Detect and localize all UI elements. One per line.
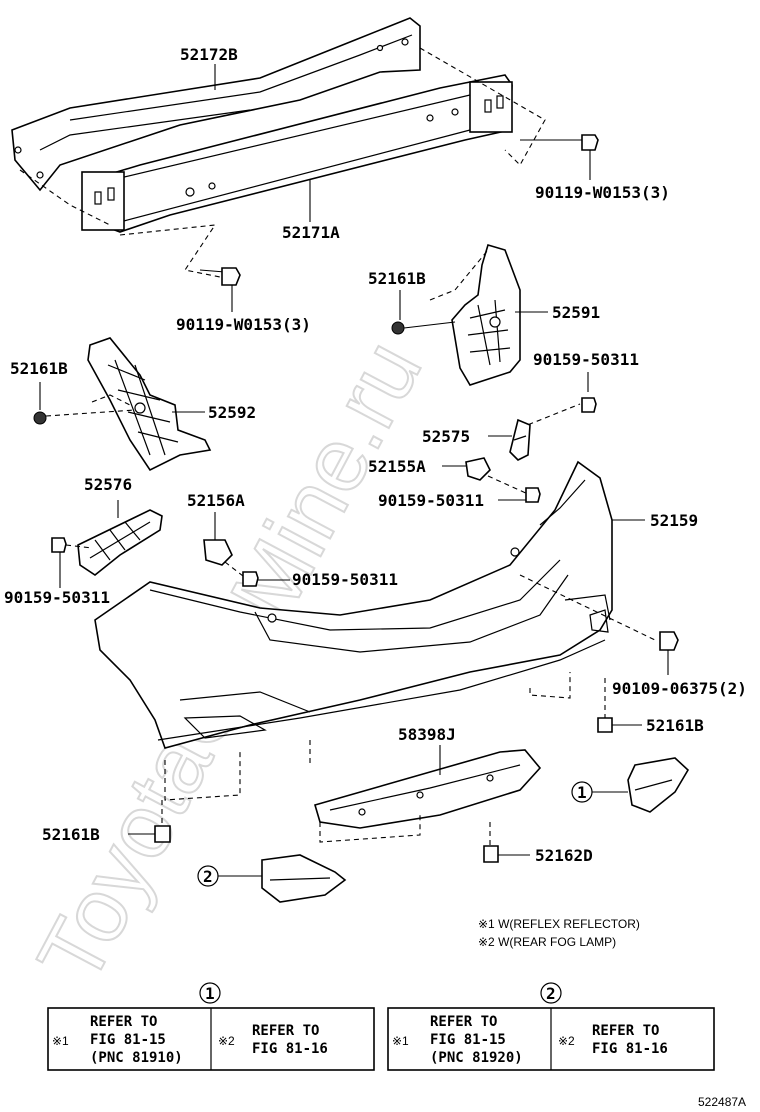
reinforcement-upper-52172B xyxy=(11,17,421,192)
refer-box-2-left-line2: FIG 81-15 xyxy=(430,1032,506,1048)
label-52161B-bottom: 52161B xyxy=(42,825,100,844)
reinforcement-lower-52171A xyxy=(81,74,513,233)
cover-58398J xyxy=(314,745,542,843)
note-reflex-reflector: ※1 W(REFLEX REFLECTOR) xyxy=(478,917,640,931)
clip-52161B-bottom xyxy=(128,800,171,843)
bumper-cover-52159 xyxy=(94,460,645,749)
label-52576: 52576 xyxy=(84,475,132,494)
label-52575: 52575 xyxy=(422,427,470,446)
retainer-52576 xyxy=(51,500,163,588)
label-90119-right: 90119-W0153(3) xyxy=(535,183,670,202)
label-58398J: 58398J xyxy=(398,725,456,744)
label-90159-c: 90159-50311 xyxy=(292,570,398,589)
label-52172B: 52172B xyxy=(180,45,238,64)
refer-box-2-right-mark: ※2 xyxy=(558,1034,575,1048)
label-52155A: 52155A xyxy=(368,457,426,476)
figure-id: 522487A xyxy=(698,1095,746,1109)
label-52156A: 52156A xyxy=(187,491,245,510)
callout-1: 1 xyxy=(577,783,587,802)
callout-2: 2 xyxy=(203,867,213,886)
label-90159-b: 90159-50311 xyxy=(378,491,484,510)
refer-box-1-left-line2: FIG 81-15 xyxy=(90,1032,166,1048)
label-90119-left: 90119-W0153(3) xyxy=(176,315,311,334)
refer-box-2: 2 ※1 REFER TO FIG 81-15 (PNC 81920) ※2 R… xyxy=(387,982,715,1071)
label-52161B-upper: 52161B xyxy=(368,269,426,288)
refer-box-1-right-mark: ※2 xyxy=(218,1034,235,1048)
bracket-52591 xyxy=(429,244,521,386)
label-52592: 52592 xyxy=(208,403,256,422)
label-90109: 90109-06375(2) xyxy=(612,679,747,698)
refer-box-2-left-mark: ※1 xyxy=(392,1034,409,1048)
bolt-90119-left xyxy=(199,267,241,312)
clip-52156A xyxy=(203,512,290,587)
refer-box-1-number: 1 xyxy=(205,984,215,1003)
refer-box-1-left-line3: (PNC 81910) xyxy=(90,1050,183,1066)
clip-52161B-left xyxy=(33,409,136,425)
label-90159-a: 90159-50311 xyxy=(533,350,639,369)
clip-52162D xyxy=(483,822,530,863)
label-52161B-left: 52161B xyxy=(10,359,68,378)
label-52161B-right: 52161B xyxy=(646,716,704,735)
refer-box-2-right-line2: FIG 81-16 xyxy=(592,1041,668,1057)
refer-box-2-number: 2 xyxy=(546,984,556,1003)
label-52162D: 52162D xyxy=(535,846,593,865)
note-rear-fog-lamp: ※2 W(REAR FOG LAMP) xyxy=(478,935,616,949)
label-52591: 52591 xyxy=(552,303,600,322)
reflector-assembly-1 xyxy=(571,757,690,813)
clip-52161B-upper xyxy=(391,321,456,335)
bolt-90109 xyxy=(659,631,679,675)
bracket-52575 xyxy=(488,418,531,461)
refer-box-1-left-mark: ※1 xyxy=(52,1034,69,1048)
refer-box-2-right-line1: REFER TO xyxy=(592,1023,659,1039)
clip-52155A xyxy=(442,457,541,503)
refer-box-1-right-line1: REFER TO xyxy=(252,1023,319,1039)
refer-box-2-left-line1: REFER TO xyxy=(430,1014,497,1030)
label-90159-d: 90159-50311 xyxy=(4,588,110,607)
refer-box-1: 1 ※1 REFER TO FIG 81-15 (PNC 81910) ※2 R… xyxy=(47,982,375,1071)
bolt-90119-right xyxy=(520,134,599,180)
refer-box-1-right-line2: FIG 81-16 xyxy=(252,1041,328,1057)
bracket-52592 xyxy=(87,337,212,472)
refer-box-2-left-line3: (PNC 81920) xyxy=(430,1050,523,1066)
screw-90159-a xyxy=(519,372,597,429)
label-52171A: 52171A xyxy=(282,223,340,242)
label-52159: 52159 xyxy=(650,511,698,530)
fog-lamp-assembly-2 xyxy=(197,854,347,903)
refer-box-1-left-line1: REFER TO xyxy=(90,1014,157,1030)
clip-52161B-right xyxy=(597,678,642,733)
